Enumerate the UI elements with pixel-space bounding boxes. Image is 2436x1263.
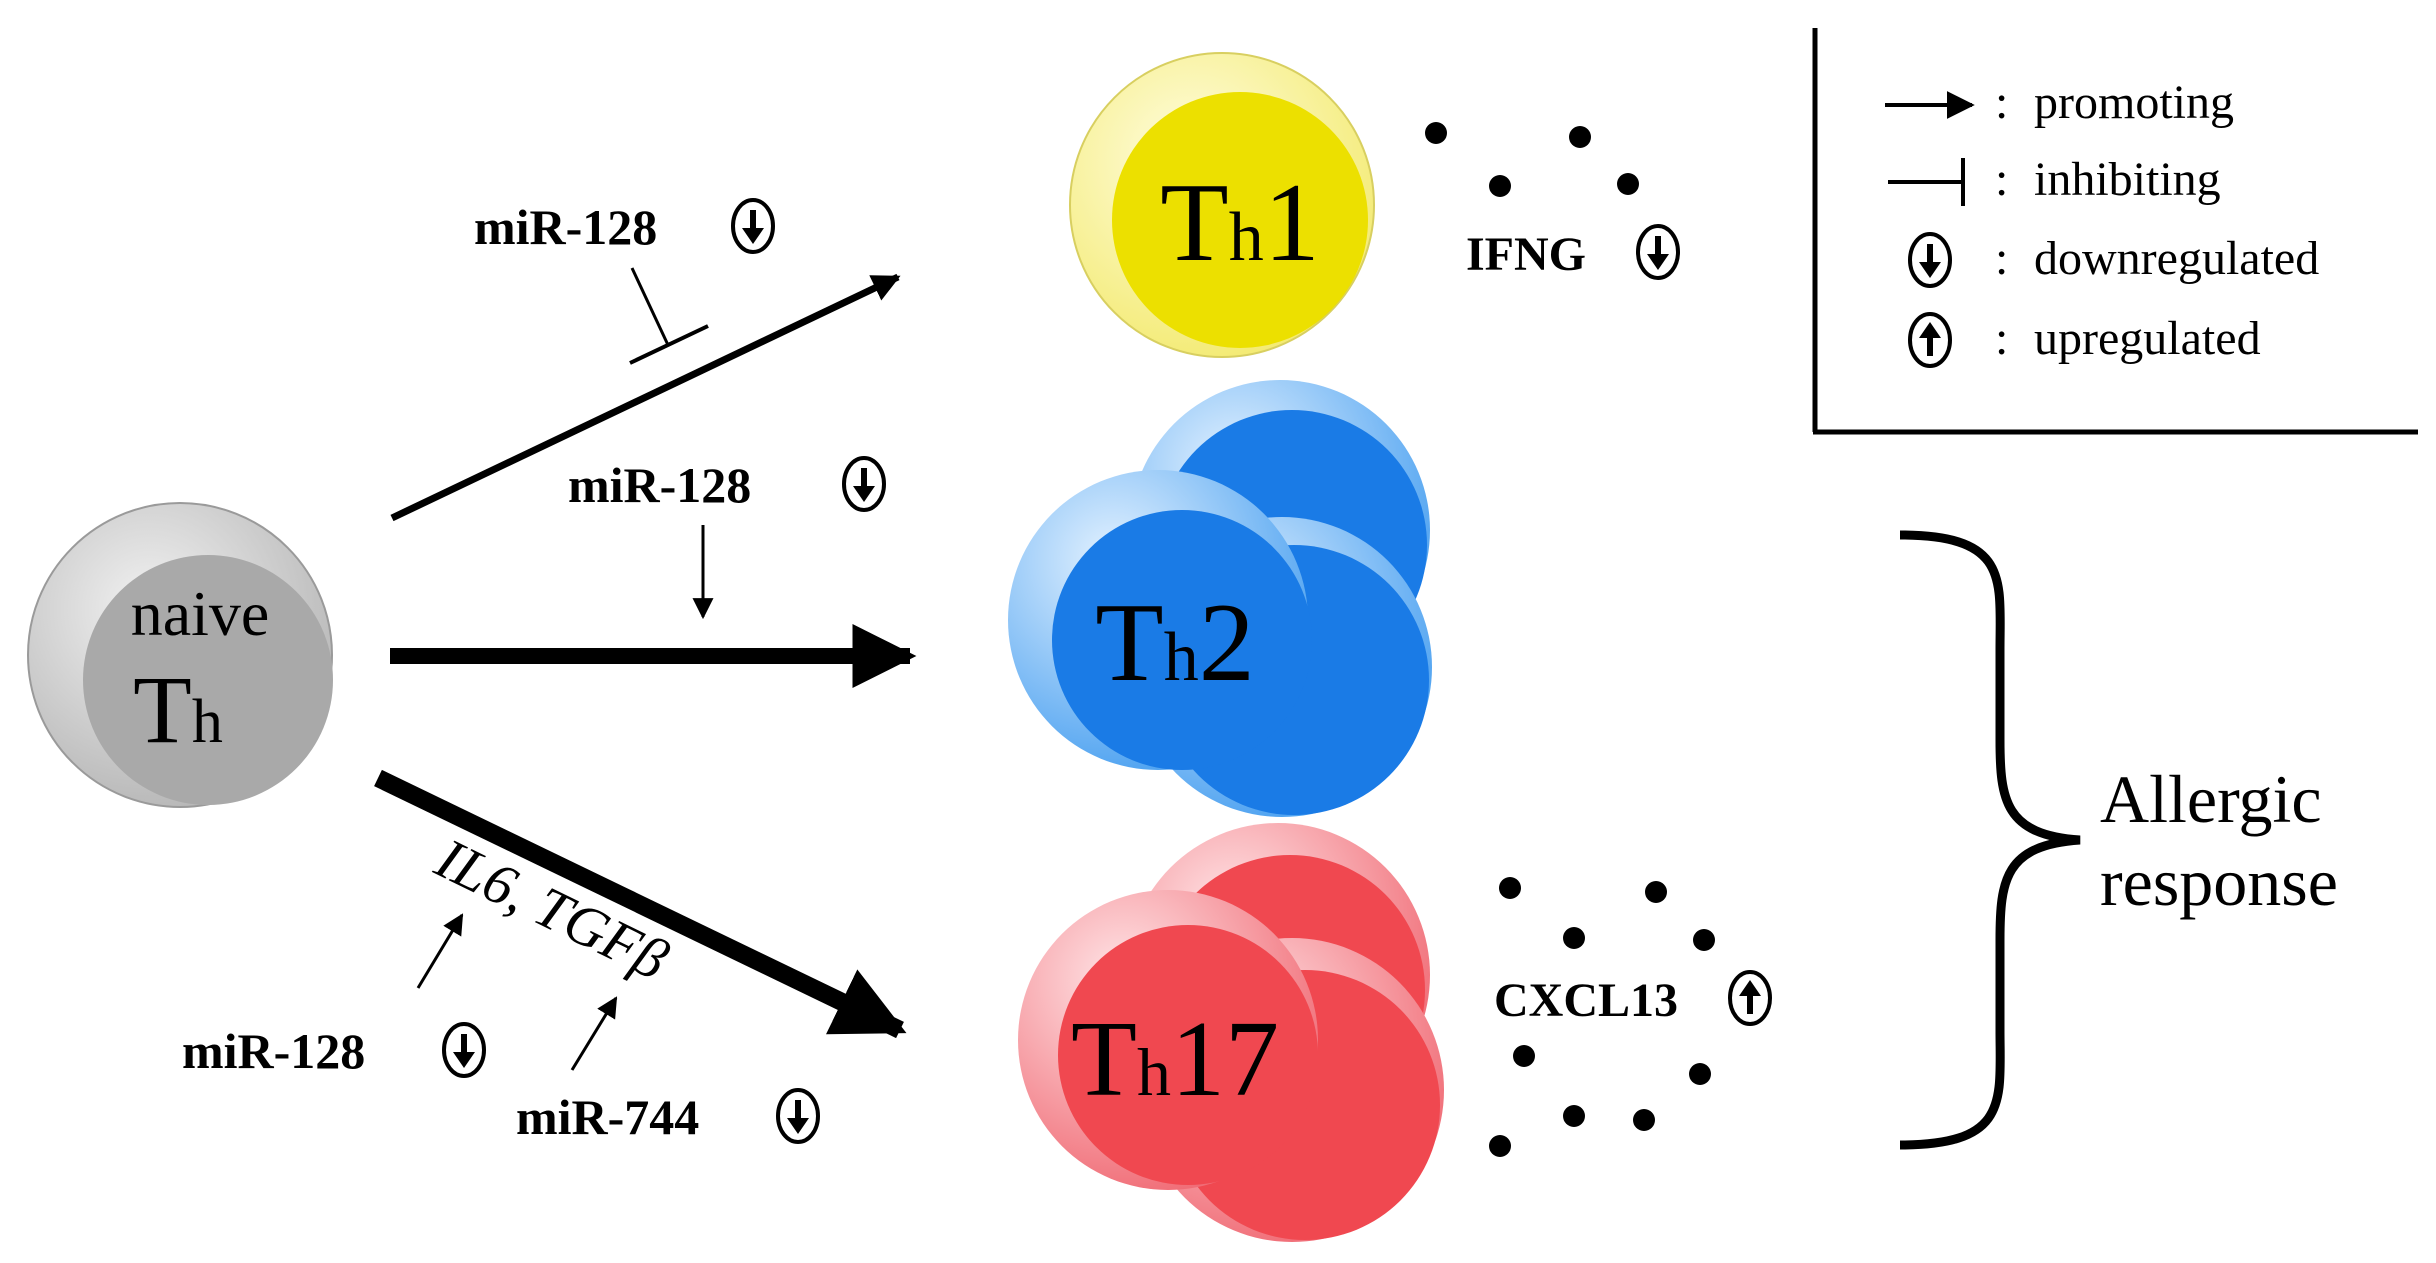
svg-text:Th2: Th2	[1095, 581, 1254, 705]
naive-label: naive	[131, 578, 270, 649]
legend: : promoting : inhibiting : downregulated…	[1812, 28, 2418, 435]
down-arrow-icon	[1908, 232, 1952, 288]
naive-th-main: T	[133, 656, 192, 763]
th17-cells: Th17	[1018, 823, 1444, 1242]
arrow-to-th1	[390, 273, 901, 522]
svg-text::: :	[1995, 232, 2008, 285]
legend-item-inhibiting: : inhibiting	[1888, 153, 2221, 206]
arrow-to-th17	[374, 769, 907, 1039]
svg-text:promoting: promoting	[2034, 76, 2234, 129]
th17-num: 17	[1171, 1000, 1279, 1119]
down-arrow-icon	[1636, 224, 1680, 280]
legend-item-downregulated: : downregulated	[1908, 232, 2319, 288]
response-label: response	[2100, 844, 2338, 920]
ifng-label: IFNG	[1466, 224, 1680, 281]
svg-text:Th: Th	[133, 656, 223, 763]
allergic-label: Allergic	[2100, 761, 2322, 837]
svg-text::: :	[1995, 312, 2008, 365]
promote-th17-mir128-marker	[416, 913, 464, 989]
allergic-brace	[1899, 530, 2081, 1150]
naive-th-cell: naive Th	[27, 502, 333, 808]
svg-text:miR-128: miR-128	[474, 199, 657, 255]
svg-text:miR-128: miR-128	[182, 1023, 365, 1079]
svg-text:miR-744: miR-744	[516, 1089, 699, 1145]
mir128-th1-label: miR-128	[474, 198, 775, 255]
svg-text::: :	[1995, 76, 2008, 129]
svg-text:miR-128: miR-128	[568, 457, 751, 513]
down-arrow-icon	[776, 1088, 820, 1144]
mir128-th17-label: miR-128	[182, 1022, 486, 1079]
th2-cells: Th2	[1008, 380, 1432, 817]
ifng-cytokine-dots	[1425, 122, 1639, 197]
inhibit-th1-marker	[629, 267, 709, 365]
svg-text:inhibiting: inhibiting	[2034, 153, 2221, 206]
th1-main: T	[1160, 161, 1228, 285]
down-arrow-icon	[442, 1022, 486, 1078]
svg-text:Th17: Th17	[1071, 1000, 1279, 1119]
legend-item-upregulated: : upregulated	[1908, 312, 2261, 368]
naive-th-sub: h	[192, 688, 223, 756]
up-arrow-icon	[1728, 970, 1772, 1026]
mir128-th2-label: miR-128	[568, 456, 886, 513]
cxcl13-chemokine-dots	[1489, 877, 1715, 1157]
th17-sub: h	[1137, 1034, 1171, 1110]
svg-text:IFNG: IFNG	[1466, 228, 1586, 281]
mir744-th17-label: miR-744	[516, 1088, 820, 1145]
down-arrow-icon	[731, 198, 775, 254]
cxcl13-label: CXCL13	[1494, 970, 1772, 1027]
legend-item-promoting: : promoting	[1885, 76, 2234, 129]
svg-text:CXCL13: CXCL13	[1494, 974, 1678, 1027]
th1-sub: h	[1229, 199, 1264, 276]
th2-main: T	[1095, 581, 1163, 705]
svg-text:upregulated: upregulated	[2034, 312, 2261, 365]
th17-main: T	[1071, 1000, 1137, 1119]
th1-cell: Th1	[1069, 52, 1375, 358]
svg-text:Th1: Th1	[1160, 161, 1319, 285]
up-arrow-icon	[1908, 312, 1952, 368]
th2-num: 2	[1199, 581, 1255, 705]
th2-sub: h	[1164, 619, 1199, 696]
down-arrow-icon	[842, 456, 886, 512]
th1-num: 1	[1264, 161, 1320, 285]
svg-text::: :	[1995, 153, 2008, 206]
svg-text:downregulated: downregulated	[2034, 232, 2319, 285]
promote-th17-mir744-marker	[570, 996, 618, 1071]
